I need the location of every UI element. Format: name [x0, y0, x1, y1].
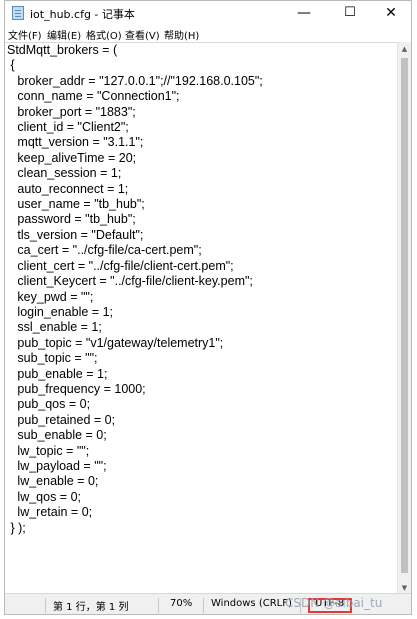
status-divider [203, 598, 204, 613]
menu-bar: 文件(F) 编辑(E) 格式(O) 查看(V) 帮助(H) [5, 26, 411, 42]
code-line: client_cert = "../cfg-file/client-cert.p… [7, 258, 234, 273]
code-line: lw_qos = 0; [7, 489, 81, 504]
line-ending: Windows (CRLF) [211, 598, 292, 609]
code-line: sub_topic = ""; [7, 351, 98, 366]
watermark: CSDN @aibai_tu [285, 596, 383, 610]
code-line: lw_retain = 0; [7, 505, 93, 520]
status-divider [158, 598, 159, 613]
encoding-highlight-box [308, 598, 352, 613]
window-title: iot_hub.cfg - 记事本 [30, 8, 135, 21]
zoom-level: 70% [170, 598, 193, 609]
code-line: { [7, 58, 15, 73]
code-line: broker_addr = "127.0.0.1";//"192.168.0.1… [7, 73, 263, 88]
code-line: sub_enable = 0; [7, 428, 107, 443]
scroll-up-arrow-icon[interactable]: ▲ [401, 45, 408, 53]
text-editor[interactable]: StdMqtt_brokers = ( { broker_addr = "127… [5, 42, 398, 596]
code-line: pub_frequency = 1000; [7, 381, 146, 396]
editor-text[interactable]: StdMqtt_brokers = ( { broker_addr = "127… [5, 43, 398, 536]
encoding: UTF-8 [315, 598, 345, 609]
code-line: pub_retained = 0; [7, 412, 116, 427]
status-bar: 第 1 行，第 1 列 70% Windows (CRLF) UTF-8 [5, 593, 411, 614]
code-line: login_enable = 1; [7, 304, 113, 319]
menu-file[interactable]: 文件(F) [8, 31, 42, 42]
code-line: ssl_enable = 1; [7, 320, 102, 335]
code-line: key_pwd = ""; [7, 289, 94, 304]
status-divider [45, 598, 46, 613]
code-line: client_id = "Client2"; [7, 120, 129, 135]
title-bar[interactable]: iot_hub.cfg - 记事本 — ☐ ✕ [5, 1, 411, 25]
code-line: keep_aliveTime = 20; [7, 150, 137, 165]
code-line: client_Keycert = "../cfg-file/client-key… [7, 274, 253, 289]
code-line: clean_session = 1; [7, 166, 122, 181]
scroll-down-arrow-icon[interactable]: ▼ [401, 584, 408, 592]
code-line: pub_qos = 0; [7, 397, 91, 412]
code-line: } ); [7, 520, 26, 535]
code-line: password = "tb_hub"; [7, 212, 136, 227]
vertical-scrollbar[interactable]: ▲ ▼ [397, 42, 411, 595]
code-line: auto_reconnect = 1; [7, 181, 129, 196]
code-line: mqtt_version = "3.1.1"; [7, 135, 144, 150]
scrollbar-thumb[interactable] [401, 58, 408, 573]
minimize-button[interactable]: — [297, 5, 311, 21]
code-line: pub_enable = 1; [7, 366, 108, 381]
notepad-icon [12, 6, 24, 20]
notepad-window: iot_hub.cfg - 记事本 — ☐ ✕ 文件(F) 编辑(E) 格式(O… [4, 0, 412, 615]
code-line: StdMqtt_brokers = ( [7, 43, 118, 57]
cursor-position: 第 1 行，第 1 列 [53, 602, 129, 613]
code-line: conn_name = "Connection1"; [7, 89, 180, 104]
code-line: user_name = "tb_hub"; [7, 197, 145, 212]
menu-edit[interactable]: 编辑(E) [47, 31, 82, 42]
close-button[interactable]: ✕ [385, 5, 397, 21]
maximize-button[interactable]: ☐ [344, 5, 356, 20]
status-divider [300, 598, 301, 613]
menu-format[interactable]: 格式(O) [86, 31, 122, 42]
code-line: ca_cert = "../cfg-file/ca-cert.pem"; [7, 243, 202, 258]
code-line: pub_topic = "v1/gateway/telemetry1"; [7, 335, 224, 350]
code-line: broker_port = "1883"; [7, 104, 136, 119]
code-line: lw_topic = ""; [7, 443, 90, 458]
menu-help[interactable]: 帮助(H) [164, 31, 200, 42]
code-line: tls_version = "Default"; [7, 227, 144, 242]
menu-view[interactable]: 查看(V) [125, 31, 160, 42]
code-line: lw_payload = ""; [7, 458, 107, 473]
code-line: lw_enable = 0; [7, 474, 99, 489]
